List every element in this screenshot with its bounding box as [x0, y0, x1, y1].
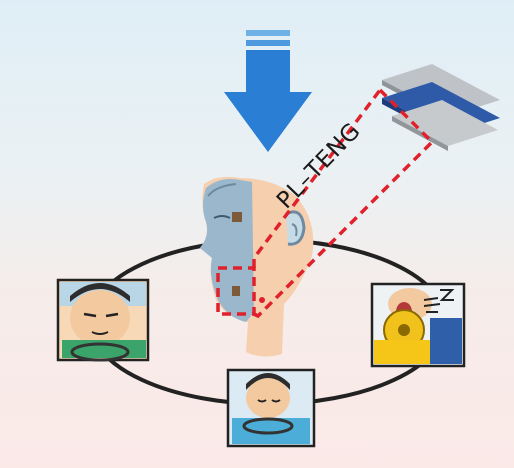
callout-line-top — [252, 88, 382, 268]
head-illustration — [200, 176, 314, 357]
layered-film-device-icon — [382, 64, 500, 151]
yawning-driver-scene — [370, 282, 466, 368]
pl-teng-callout — [216, 88, 434, 319]
sensor-location-box — [216, 266, 256, 316]
down-arrow-icon — [224, 30, 312, 152]
drowsy-driver-scene — [56, 278, 150, 362]
sleeping-driver-scene — [226, 368, 316, 448]
callout-anchor-dot — [259, 297, 265, 303]
